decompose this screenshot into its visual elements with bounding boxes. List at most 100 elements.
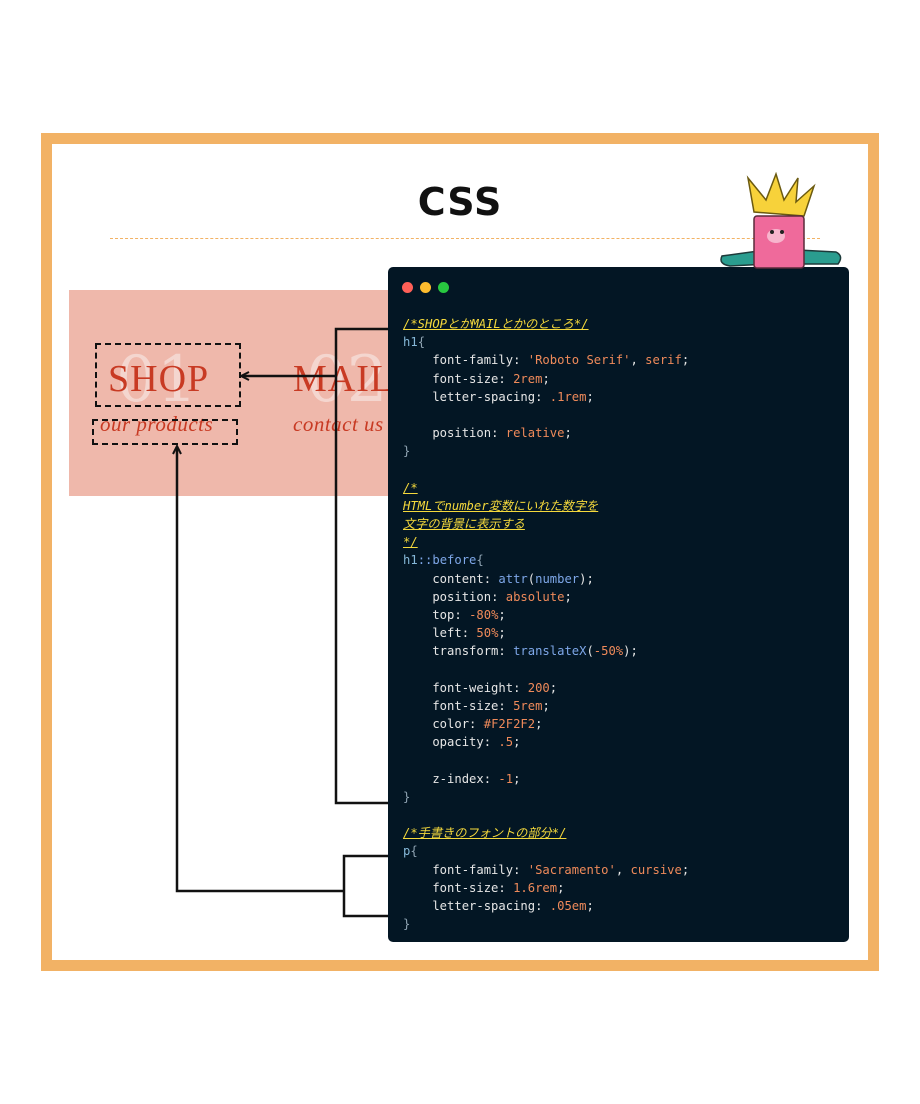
nav-item-shop: 01 SHOP our products [69,290,239,496]
code-token: ; [513,771,521,786]
code-line: /*手書きのフォントの部分*/ [403,824,689,842]
code-token: ; [542,698,550,713]
code-token: { [410,844,418,859]
code-comment: 文字の背景に表示する [403,517,525,532]
code-line: h1{ [403,333,689,351]
nav-number-shop: 01 [116,343,198,417]
code-line: color: #F2F2F2; [403,715,689,733]
code-token: : [498,698,514,713]
code-token: : [513,680,528,695]
nav-sub-shop: our products [100,412,214,436]
code-line [403,752,689,770]
code-token: { [417,335,426,350]
code-token: : [483,735,499,750]
code-comment: /* [403,480,418,495]
code-token: 'Roboto Serif' [527,353,631,368]
code-token: : [498,371,514,386]
code-token: relative [505,426,565,441]
code-token: : [491,589,506,604]
crown-monster-mascot-icon [720,172,842,269]
code-token: 1.6rem [513,880,558,895]
code-line: top: -80%; [403,606,689,624]
code-token: ; [557,880,565,895]
code-token: ; [564,426,572,441]
code-token: transform [403,644,499,659]
code-line: font-weight: 200; [403,679,689,697]
code-token: attr [498,571,528,586]
p-connector [342,854,388,918]
code-token: letter-spacing [403,389,536,404]
code-line: left: 50%; [403,624,689,642]
code-token: letter-spacing [403,899,536,913]
code-token: 200 [527,680,550,695]
code-line: } [403,788,689,806]
code-token: 2rem [513,371,543,386]
code-token: font-size [403,880,499,895]
code-line: z-index: -1; [403,770,689,788]
code-token: position [403,426,492,441]
code-line [403,461,689,479]
code-token: : [483,571,499,586]
code-token: number [535,571,580,586]
code-token: ; [498,626,506,641]
code-token: ( [527,571,536,586]
code-line: position: relative; [403,424,689,442]
code-comment: HTMLでnumber変数にいれた数字を [403,498,599,513]
code-token: p [403,844,411,859]
code-comment: /*SHOPとかMAILとかのところ*/ [403,317,589,331]
code-line: font-size: 1.6rem; [403,879,689,897]
code-token: ; [549,680,558,695]
code-token: ; [586,899,594,913]
code-editor: /*SHOPとかMAILとかのところ*/h1{ font-family: 'Ro… [388,267,849,942]
nav-number-mail: 02 [306,343,388,417]
code-token: .5 [498,735,514,750]
code-line [403,406,689,424]
code-line: } [403,442,689,460]
code-token: } [403,444,411,459]
code-line: position: absolute; [403,588,689,606]
code-token: ; [498,608,506,622]
code-token: : [535,899,550,913]
code-token: : [491,426,506,441]
code-line: content: attr(number); [403,570,689,588]
code-token: top [403,608,455,622]
code-token: ; [681,353,690,368]
code-line: font-size: 5rem; [403,697,689,715]
code-token: #F2F2F2 [483,717,536,732]
nav-label-mail: MAIL [293,358,395,400]
code-token: ; [564,589,572,604]
page-title: CSS [417,180,503,224]
code-token: position [403,589,492,604]
code-token: : [498,644,514,659]
code-token: } [403,917,411,932]
code-line: 文字の背景に表示する [403,515,689,533]
css-code: /*SHOPとかMAILとかのところ*/h1{ font-family: 'Ro… [403,315,689,933]
code-token: z-index [403,771,484,786]
code-token: ; [586,389,594,404]
code-token: cursive [630,862,682,877]
code-line: HTMLでnumber変数にいれた数字を [403,497,689,515]
code-line: } [403,915,689,933]
code-line: font-family: 'Roboto Serif', serif; [403,351,689,369]
p-highlight-box [92,419,238,445]
code-token: ); [579,571,594,586]
code-token: serif [645,353,682,368]
code-token: h1 [403,553,418,568]
code-line [403,806,689,824]
code-token: ; [681,862,690,877]
p-arrow [177,447,344,893]
code-token: font-family [403,862,514,877]
code-token: ); [623,644,638,659]
code-token: 5rem [513,698,543,713]
nav-sub-mail: contact us [293,412,384,436]
code-line: */ [403,533,689,551]
code-token: font-family [403,353,514,368]
code-token: : [454,608,470,622]
nav-item-mail: 02 MAIL contact us [284,290,409,496]
close-dot-icon [402,282,413,293]
code-token: -1 [498,771,514,786]
h1-connector [334,327,388,805]
code-line [403,661,689,679]
code-line: p{ [403,842,689,860]
